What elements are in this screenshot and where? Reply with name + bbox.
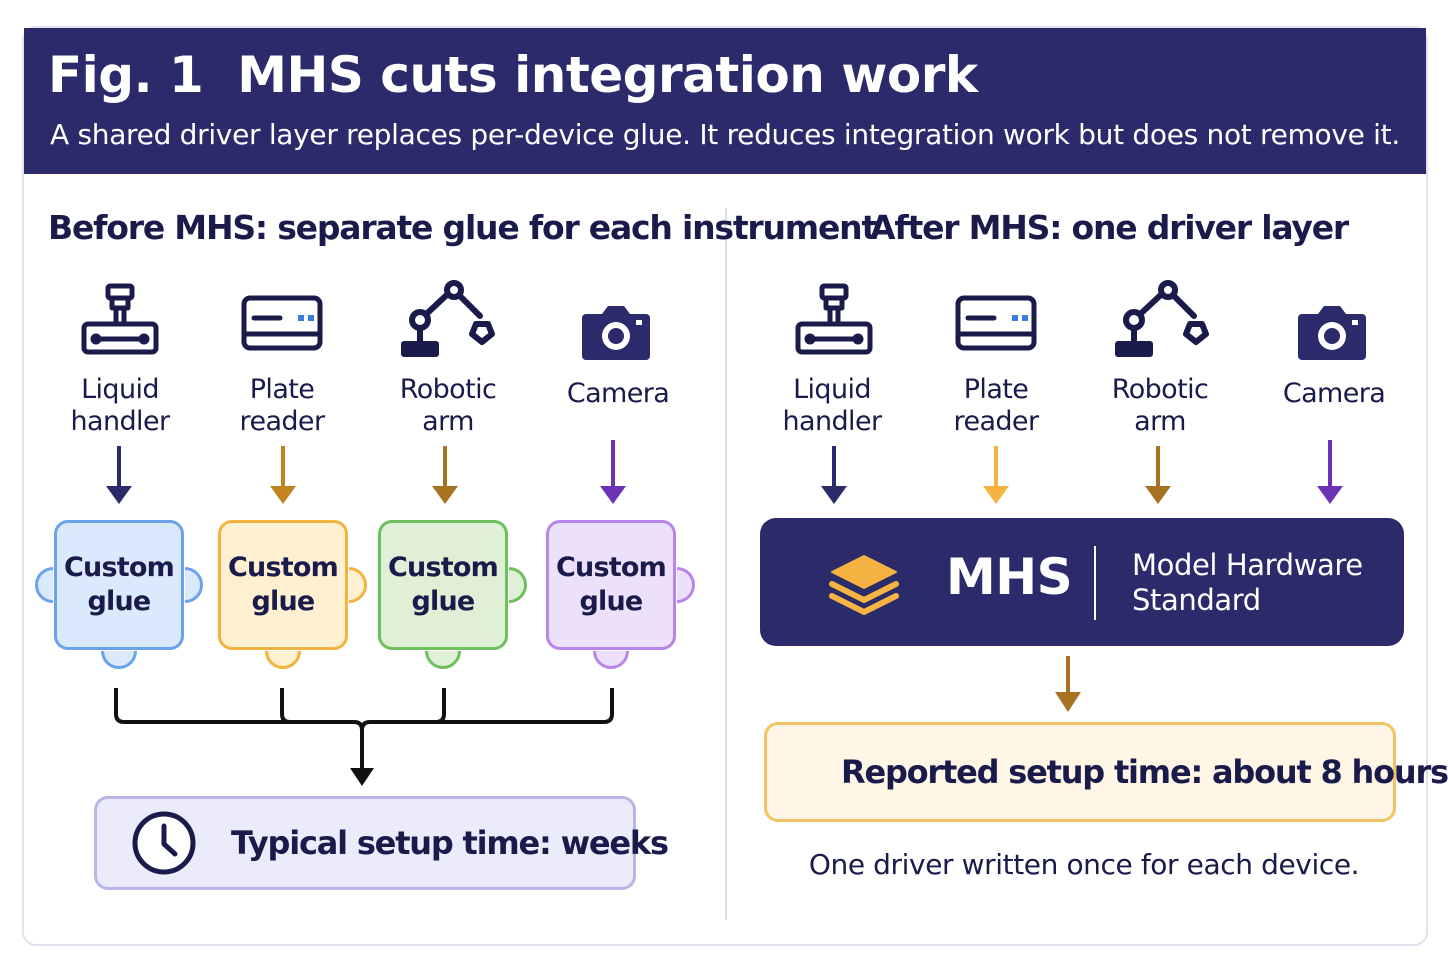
before-device-label-liquid-handler: Liquid handler: [70, 374, 171, 437]
arrow-head-liquid-handler: [821, 486, 847, 504]
before-connectors: [106, 440, 626, 786]
clock-icon: [132, 811, 196, 875]
mhs-separator: [1094, 546, 1096, 620]
after-device-label-plate-reader: Plate reader: [953, 374, 1040, 437]
arrow-head-liquid-handler: [106, 486, 132, 504]
robotic-arm-icon: [1115, 280, 1209, 357]
after-device-label-robotic-arm: Robotic arm: [1111, 374, 1209, 437]
merge-bracket-left: [114, 688, 364, 770]
liquid-handler-icon: [795, 283, 873, 355]
liquid-handler-icon: [81, 283, 159, 355]
before-device-label-plate-reader: Plate reader: [239, 374, 326, 437]
figure-title: Fig. 1 MHS cuts integration work: [48, 46, 978, 104]
figure-subtitle: A shared driver layer replaces per-devic…: [50, 118, 1400, 151]
camera-icon: [1298, 306, 1366, 360]
merge-bracket-right: [360, 688, 614, 731]
arrow-head-camera: [1317, 486, 1343, 504]
arrow-head-mhs-output: [1055, 692, 1081, 712]
arrow-head-robotic-arm: [1145, 486, 1171, 504]
figure-number: Fig. 1: [48, 46, 204, 104]
after-device-label-camera: Camera: [1282, 378, 1386, 409]
arrow-head-plate-reader: [983, 486, 1009, 504]
after-setup-time-text: Reported setup time: about 8 hours: [841, 753, 1448, 791]
before-device-label-camera: Camera: [566, 378, 670, 409]
plate-reader-icon: [241, 295, 323, 351]
camera-icon: [582, 306, 650, 360]
after-connectors: [821, 440, 1343, 712]
before-device-label-robotic-arm: Robotic arm: [399, 374, 497, 437]
mhs-name: MHS: [946, 548, 1073, 606]
merge-bracket-2: [280, 688, 291, 724]
merge-bracket-3: [435, 688, 446, 724]
before-setup-time-box: Typical setup time: weeks: [94, 796, 669, 890]
figure-header: Fig. 1 MHS cuts integration work A shared…: [24, 28, 1426, 174]
before-panel-title: Before MHS: separate glue for each instr…: [48, 208, 877, 247]
after-setup-time-box: Reported setup time: about 8 hours: [764, 722, 1448, 822]
after-footnote: One driver written once for each device.: [808, 848, 1360, 881]
figure-frame: Fig. 1 MHS cuts integration work A shared…: [22, 26, 1448, 946]
mhs-driver-layer-box: MHS Model Hardware Standard: [760, 518, 1404, 646]
arrow-head-camera: [600, 486, 626, 504]
figure-title-text: MHS cuts integration work: [237, 46, 978, 104]
plate-reader-icon: [955, 295, 1037, 351]
after-panel-title: After MHS: one driver layer: [870, 208, 1349, 247]
panel-divider: [725, 208, 727, 920]
merge-arrow-head: [350, 768, 374, 786]
before-setup-time-text: Typical setup time: weeks: [231, 824, 669, 862]
arrow-head-robotic-arm: [432, 486, 458, 504]
layers-icon: [829, 555, 899, 615]
arrow-head-plate-reader: [270, 486, 296, 504]
after-device-label-liquid-handler: Liquid handler: [782, 374, 883, 437]
robotic-arm-icon: [401, 280, 495, 357]
mhs-full-name: Model Hardware Standard: [1132, 548, 1363, 617]
